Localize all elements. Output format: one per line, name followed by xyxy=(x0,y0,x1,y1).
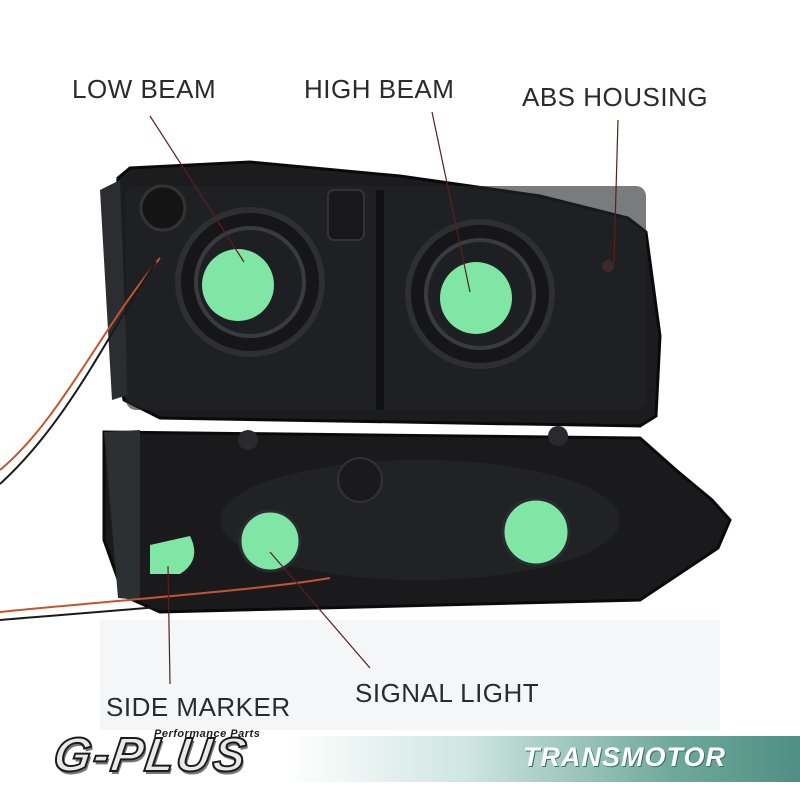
side-marker-socket xyxy=(150,536,195,574)
transmotor-wordmark: TRANSMOTOR xyxy=(523,742,726,772)
brand-strip xyxy=(286,736,800,782)
signal-housing xyxy=(102,426,732,614)
high-beam-socket xyxy=(405,219,555,369)
signal-light-socket xyxy=(238,497,571,573)
floor-reflection xyxy=(100,620,720,730)
gplus-logo: G-PLUS Performance Parts xyxy=(44,722,284,786)
low-beam-socket xyxy=(175,207,325,357)
low-beam-label: LOW BEAM xyxy=(72,74,217,104)
signal-light-label: SIGNAL LIGHT xyxy=(355,678,540,708)
callout-lines xyxy=(149,111,619,685)
side-marker-label: SIDE MARKER xyxy=(106,692,291,722)
wiring-harness xyxy=(0,257,331,621)
high-beam-label: HIGH BEAM xyxy=(304,74,455,104)
logo-subtitle: Performance Parts xyxy=(154,728,261,740)
abs-housing-label: ABS HOUSING xyxy=(522,82,709,112)
